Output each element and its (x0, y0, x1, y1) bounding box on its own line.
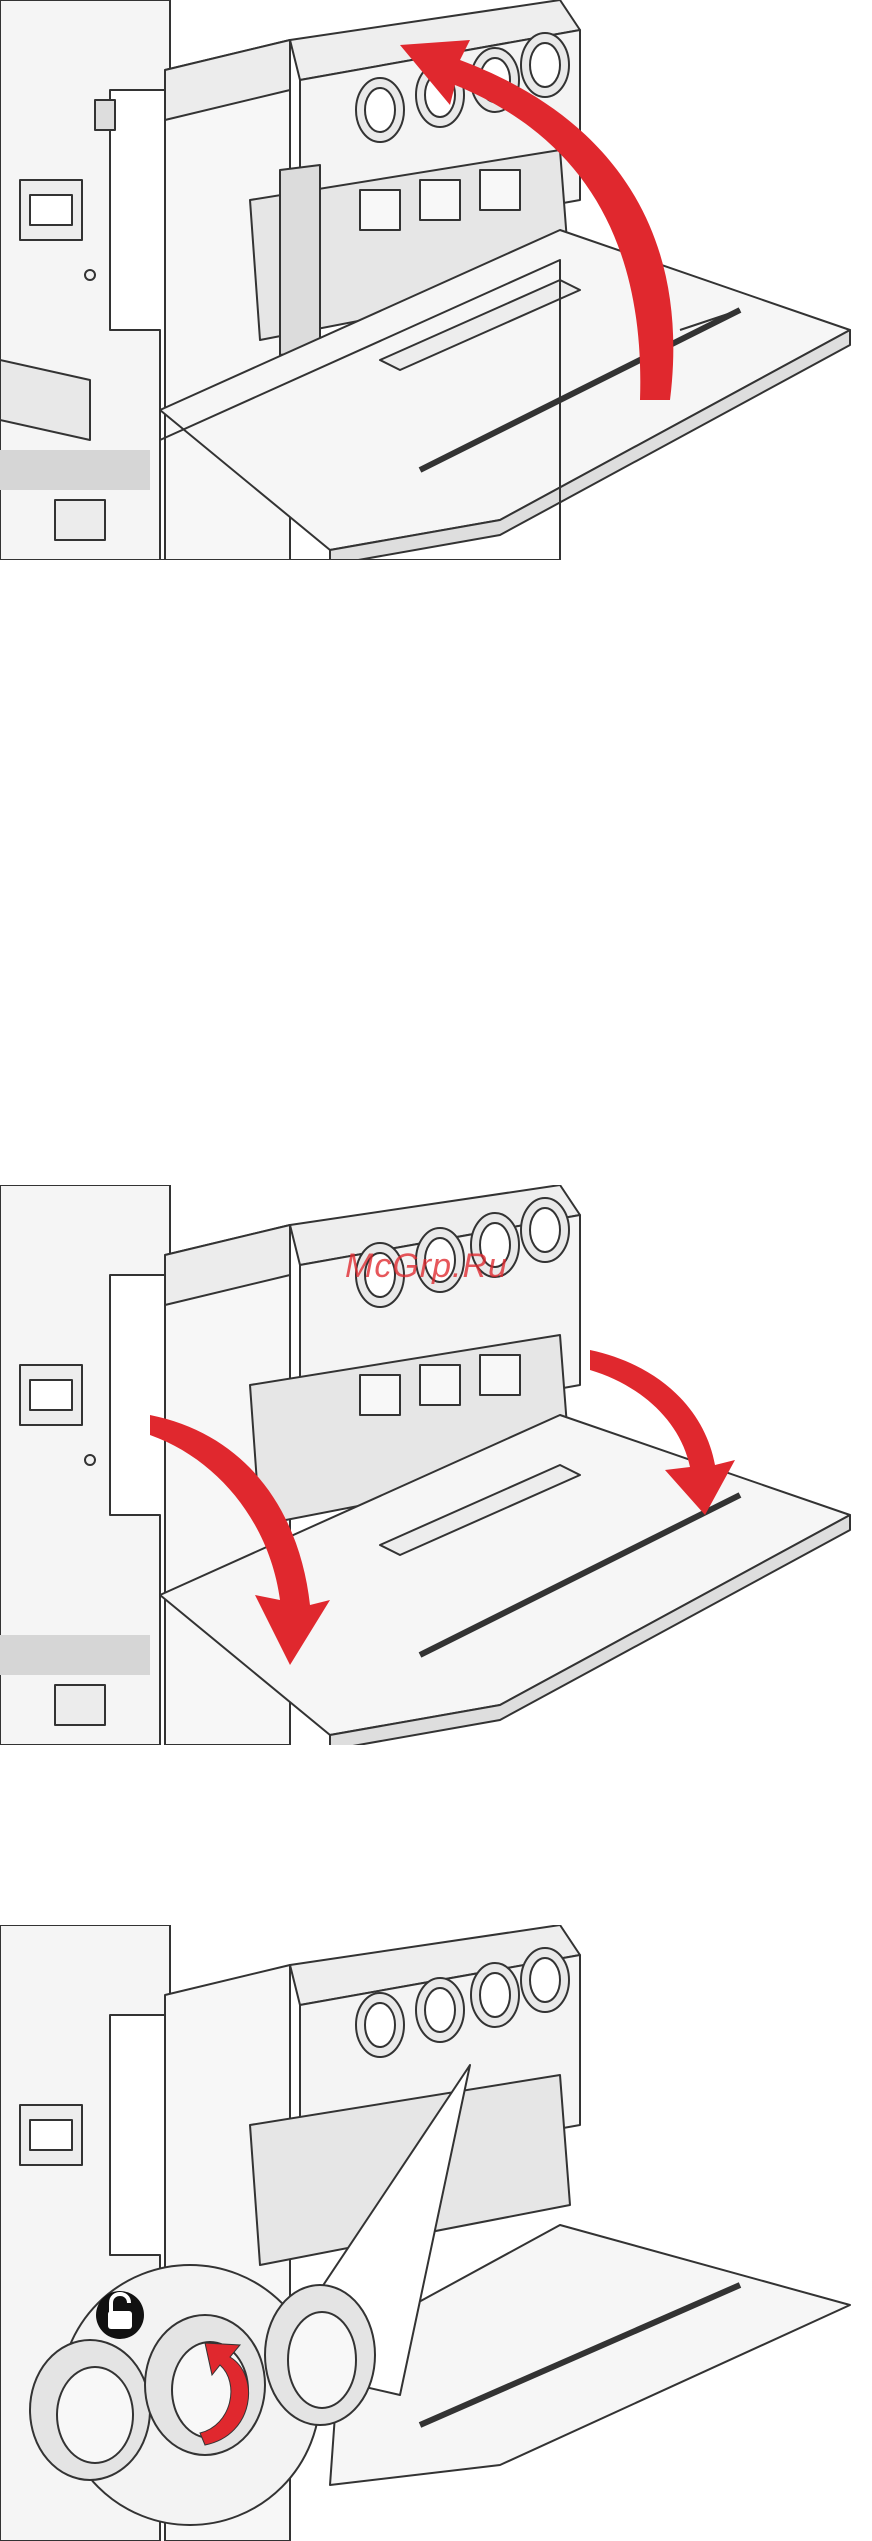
printer-figure-unlock-detail (0, 1925, 872, 2541)
printer-figure-open-cover (0, 0, 872, 560)
printer-illustration (0, 1925, 872, 2541)
watermark-text: McGrp.Ru (345, 1247, 508, 1286)
unlocked-padlock-icon (96, 2291, 144, 2339)
printer-illustration (0, 0, 872, 560)
